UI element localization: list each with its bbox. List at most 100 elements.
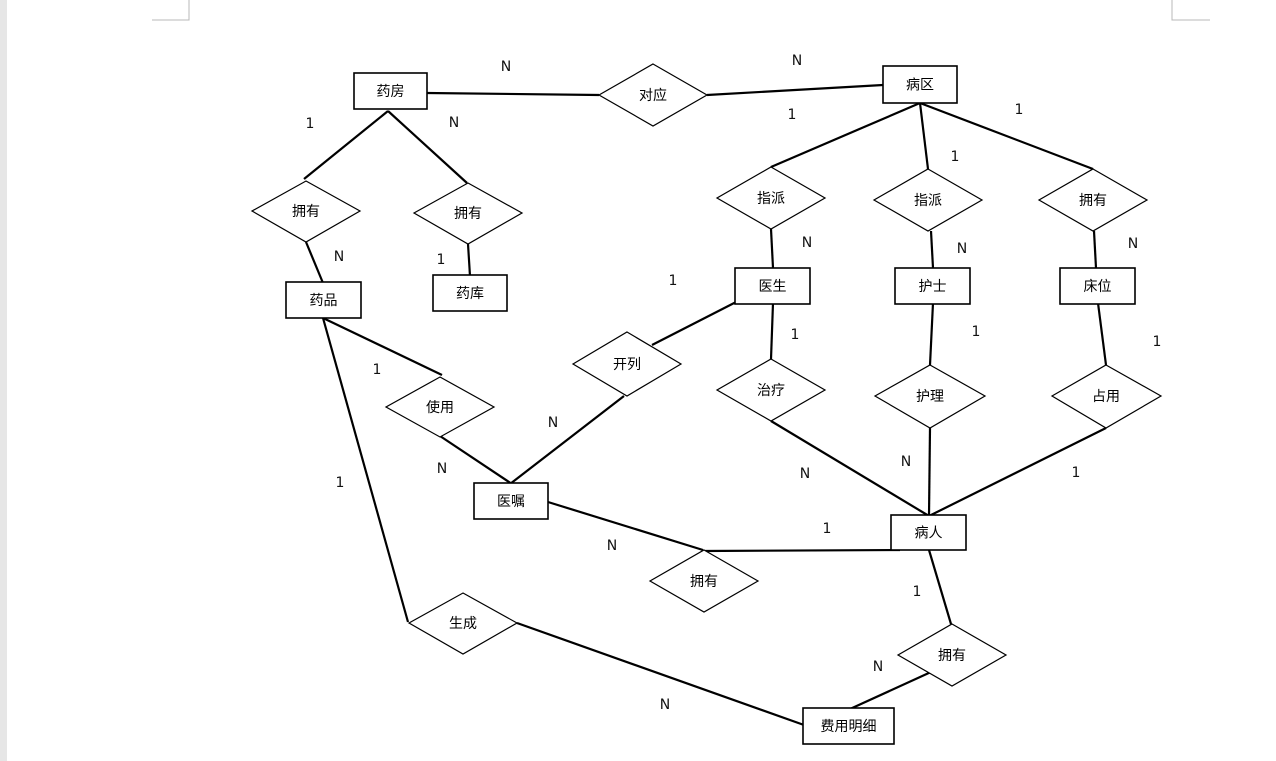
entity-warehouse[interactable]: 药库 xyxy=(432,274,508,312)
card-has2-warehouse: 1 xyxy=(437,252,446,268)
relation-nursing[interactable]: 护理 xyxy=(873,364,987,429)
edge-order-has xyxy=(547,500,704,552)
relation-occupy-diamond xyxy=(1050,364,1163,429)
relation-patient-has-order[interactable]: 拥有 xyxy=(648,549,760,613)
relation-patient-has-fee-label: 拥有 xyxy=(938,648,966,664)
card-treat-patient: N xyxy=(800,466,810,482)
card-has-patient: 1 xyxy=(823,521,832,537)
relation-assign-doctor[interactable]: 指派 xyxy=(715,166,827,230)
edge-nursing-patient xyxy=(927,427,932,517)
entity-ward-label: 病区 xyxy=(906,78,934,94)
entity-order-label: 医嘱 xyxy=(497,494,525,510)
connector-lines xyxy=(303,83,1108,727)
entity-order[interactable]: 医嘱 xyxy=(473,482,549,520)
relation-use-diamond xyxy=(384,376,496,438)
entity-bed-box xyxy=(1059,267,1136,305)
relation-prescribe-diamond xyxy=(571,331,683,397)
card-occupy-patient: 1 xyxy=(1072,465,1081,481)
edge-drug-use xyxy=(322,317,443,376)
entity-bed[interactable]: 床位 xyxy=(1059,267,1136,305)
relation-assign-nurse[interactable]: 指派 xyxy=(872,168,984,232)
relation-occupy[interactable]: 占用 xyxy=(1050,364,1163,429)
relation-pharmacy-has-drug[interactable]: 拥有 xyxy=(250,180,362,243)
card-ward-assign-nurse: 1 xyxy=(951,149,960,165)
entity-nurse-label: 护士 xyxy=(919,279,947,295)
relation-assign-nurse-diamond xyxy=(872,168,984,232)
relation-prescribe[interactable]: 开列 xyxy=(571,331,683,397)
entity-fee-detail[interactable]: 费用明细 xyxy=(802,707,895,745)
entity-drug-box xyxy=(285,281,362,319)
entity-fee-detail-label: 费用明细 xyxy=(821,719,877,735)
card-has1-drug: N xyxy=(334,249,344,265)
card-assign-doctor: N xyxy=(802,235,812,251)
relation-ward-has-bed[interactable]: 拥有 xyxy=(1037,168,1149,232)
page-corner-mark-right xyxy=(1171,0,1210,21)
card-generate-fee: N xyxy=(660,697,670,713)
edge-has2-warehouse xyxy=(466,243,472,277)
card-order-has: N xyxy=(607,538,617,554)
entity-doctor[interactable]: 医生 xyxy=(734,267,811,305)
edge-assign-doctor xyxy=(769,228,775,269)
entity-fee-detail-box xyxy=(802,707,895,745)
relation-patient-has-fee-diamond xyxy=(896,623,1008,687)
relation-correspond[interactable]: 对应 xyxy=(597,63,709,127)
edge-correspond-ward xyxy=(706,83,884,97)
entity-pharmacy[interactable]: 药房 xyxy=(353,72,428,110)
entity-drug[interactable]: 药品 xyxy=(285,281,362,319)
relation-generate[interactable]: 生成 xyxy=(407,592,519,655)
card-bed-occupy: 1 xyxy=(1153,334,1162,350)
edge-nurse-nursing xyxy=(928,302,935,366)
entity-pharmacy-label: 药房 xyxy=(377,84,405,100)
entity-doctor-box xyxy=(734,267,811,305)
edge-ward-has-bed xyxy=(919,101,1094,171)
cardinality-labels: N N 1 N N 1 1 1 1 N N N 1 N 1 N 1 N 1 N … xyxy=(306,53,1162,713)
relation-pharmacy-has-warehouse-label: 拥有 xyxy=(454,206,482,222)
entity-patient-label: 病人 xyxy=(915,526,943,542)
card-pharmacy-has2: N xyxy=(449,115,459,131)
edge-pharmacy-has1 xyxy=(303,110,389,180)
window-left-border xyxy=(0,0,7,761)
entity-drug-label: 药品 xyxy=(310,293,338,309)
edge-pharmacy-has2 xyxy=(387,110,468,184)
card-nursing-patient: N xyxy=(901,454,911,470)
page-corner-mark-left xyxy=(152,0,190,21)
entity-ward[interactable]: 病区 xyxy=(882,65,958,104)
relation-pharmacy-has-drug-label: 拥有 xyxy=(292,204,320,220)
entity-order-box xyxy=(473,482,549,520)
edge-assign-nurse xyxy=(929,230,935,269)
relation-use[interactable]: 使用 xyxy=(384,376,496,438)
edge-has1-drug xyxy=(304,241,325,284)
card-doctor-treat: 1 xyxy=(791,327,800,343)
edge-ward-assign-doctor xyxy=(770,101,921,169)
card-pharmacy-has1: 1 xyxy=(306,116,315,132)
relation-use-label: 使用 xyxy=(426,399,454,416)
edge-has-bed xyxy=(1092,230,1098,269)
edge-prescribe-order xyxy=(509,395,625,485)
relation-nursing-label: 护理 xyxy=(916,389,944,405)
relation-treat-label: 治疗 xyxy=(757,383,785,399)
card-use-order: N xyxy=(437,461,447,477)
relation-generate-label: 生成 xyxy=(449,616,477,632)
edge-treat-patient xyxy=(770,420,930,517)
card-doctor-prescribe: 1 xyxy=(669,273,678,289)
relation-generate-diamond xyxy=(407,592,519,655)
edge-pharmacy-correspond xyxy=(426,91,600,97)
entity-pharmacy-box xyxy=(353,72,428,110)
relation-nursing-diamond xyxy=(873,364,987,429)
relation-pharmacy-has-warehouse[interactable]: 拥有 xyxy=(412,182,524,245)
entity-ward-box xyxy=(882,65,958,104)
relation-pharmacy-has-drug-diamond xyxy=(250,180,362,243)
card-has-bed: N xyxy=(1128,236,1138,252)
relation-patient-has-fee[interactable]: 拥有 xyxy=(896,623,1008,687)
edge-patient-has-fee xyxy=(927,549,953,625)
card-pharmacy-correspond: N xyxy=(501,59,511,75)
card-prescribe-order: N xyxy=(548,415,558,431)
relation-treat[interactable]: 治疗 xyxy=(715,358,827,422)
card-patient-has-fee: 1 xyxy=(913,584,922,600)
entity-nurse[interactable]: 护士 xyxy=(894,267,971,305)
entity-bed-label: 床位 xyxy=(1084,279,1112,295)
relation-ward-has-bed-label: 拥有 xyxy=(1079,193,1107,209)
entity-patient[interactable]: 病人 xyxy=(890,514,967,551)
